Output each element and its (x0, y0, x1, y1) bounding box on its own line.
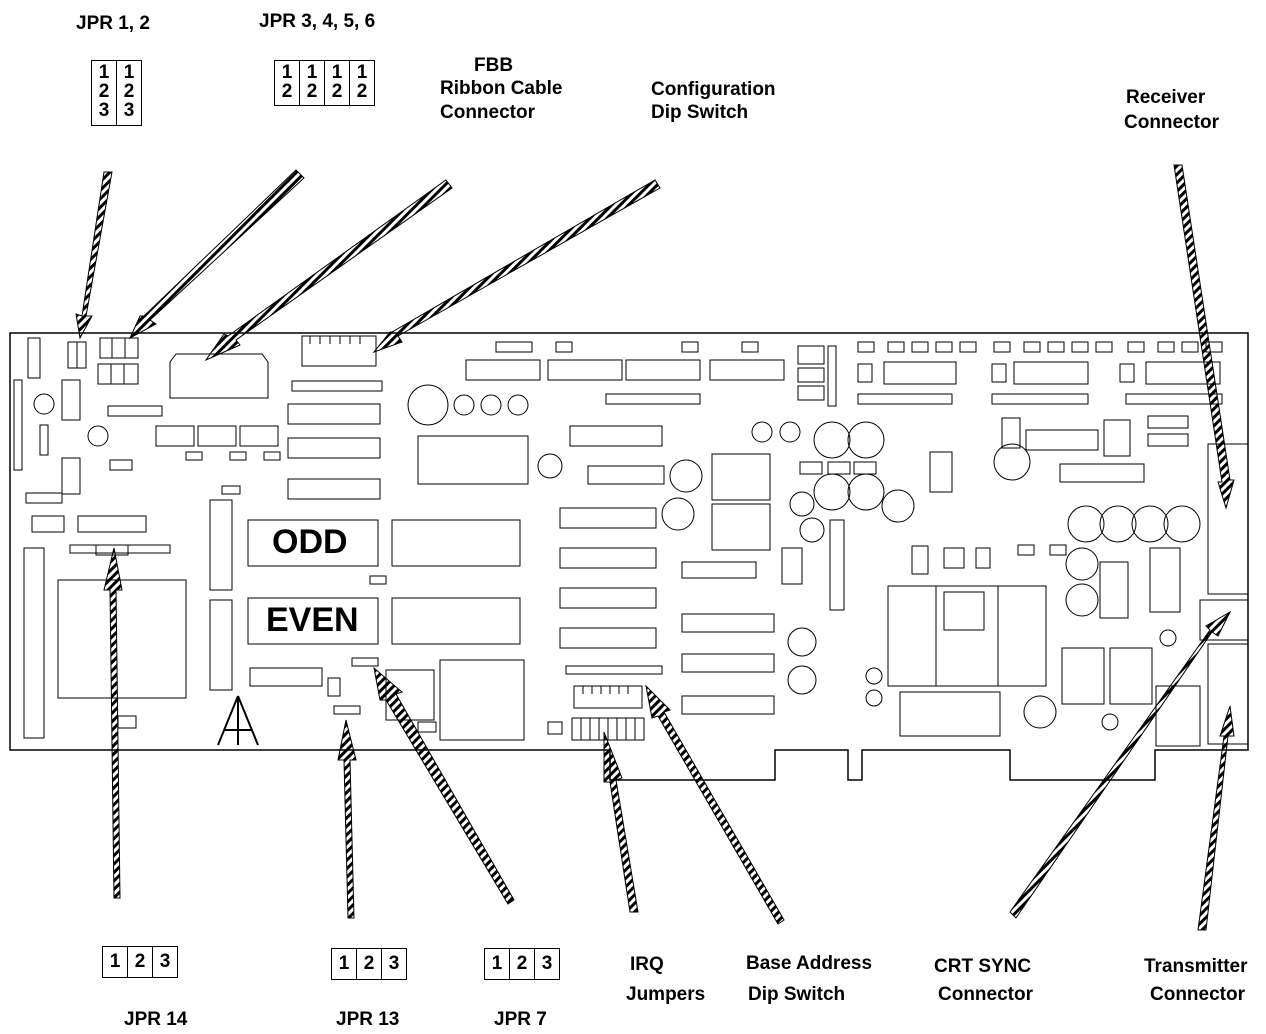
arrow-transmitter (1197, 705, 1235, 931)
jpr7-pin-1: 1 (485, 949, 510, 979)
receiver-label-line1: Receiver (1126, 87, 1206, 108)
jpr3456-label: JPR 3, 4, 5, 6 (259, 11, 376, 32)
crt-sync-label-line2: Connector (938, 984, 1033, 1005)
jpr7-pin-3: 3 (541, 953, 553, 974)
arrow-receiver (1173, 164, 1235, 510)
crt-sync-label-line1: CRT SYNC (934, 956, 1032, 977)
jpr13-pin-3: 3 (388, 953, 400, 974)
arrow-config (372, 179, 661, 354)
jpr12-label: JPR 1, 2 (76, 13, 150, 34)
arrow-fbb (204, 179, 453, 362)
jpr13-label: JPR 13 (336, 1009, 400, 1030)
jpr14-pin-2: 2 (128, 947, 153, 977)
jpr7-label: JPR 7 (494, 1009, 547, 1030)
arrow-jpr14 (103, 547, 123, 899)
arrow-jpr7 (373, 666, 515, 905)
jpr14-pin-1: 1 (103, 947, 128, 977)
irq-label-line1: IRQ (630, 954, 664, 975)
jpr13-pin-1: 1 (332, 949, 357, 979)
fbb-label-line3: Connector (440, 102, 535, 123)
base-address-label-line1: Base Address (746, 953, 873, 974)
jpr13-pin-diagram: 1 2 3 (331, 948, 407, 980)
jpr13-pin-2: 2 (357, 949, 382, 979)
config-label-line1: Configuration (651, 79, 776, 100)
irq-label-line2: Jumpers (626, 984, 706, 1005)
base-address-label-line2: Dip Switch (748, 984, 846, 1005)
fbb-label-line1: FBB (474, 55, 514, 76)
jpr14-label: JPR 14 (124, 1009, 188, 1030)
odd-chip-label: ODD (272, 523, 348, 561)
transmitter-label-line1: Transmitter (1144, 956, 1248, 977)
even-chip-label: EVEN (266, 601, 359, 639)
jpr14-pin-diagram: 1 2 3 (102, 946, 178, 978)
transmitter-label-line2: Connector (1150, 984, 1245, 1005)
arrow-base (645, 684, 785, 925)
receiver-label-line2: Connector (1124, 112, 1219, 133)
jpr7-pin-diagram: 1 2 3 (484, 948, 560, 980)
arrow-irq (603, 731, 639, 913)
config-label-line2: Dip Switch (651, 102, 749, 123)
board-outline (9, 332, 1249, 781)
arrow-jpr3456 (128, 169, 305, 340)
arrow-jpr12 (75, 171, 113, 340)
logo-icon (217, 695, 259, 746)
fbb-label-line2: Ribbon Cable (440, 78, 563, 99)
arrow-jpr13 (337, 719, 357, 919)
jpr7-pin-2: 2 (510, 949, 535, 979)
jpr14-pin-3: 3 (159, 951, 171, 972)
arrow-crt (1009, 610, 1232, 919)
